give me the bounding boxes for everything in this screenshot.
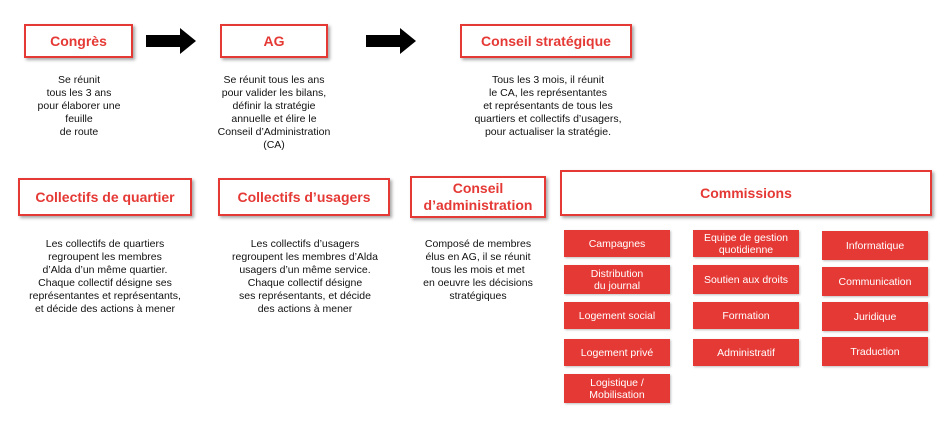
conseil-administration-box: Conseil d’administration [410,176,546,218]
conseil-administration-description: Composé de membres élus en AG, il se réu… [423,238,533,302]
commission-chip: Distribution du journal [564,265,670,294]
congres-description: Se réunit tous les 3 ans pour élaborer u… [37,74,121,138]
conseil-strategique-box: Conseil stratégique [460,24,632,58]
commissions-box: Commissions [560,170,932,216]
arrow-right-icon [366,28,416,54]
conseil-strategique-description: Tous les 3 mois, il réunit le CA, les re… [474,74,622,138]
commission-chip: Juridique [822,302,928,331]
ag-title: AG [263,32,285,49]
commission-chip: Traduction [822,337,928,366]
commission-chip: Logement social [564,302,670,329]
ag-description: Se réunit tous les ans pour valider les … [217,74,331,151]
ag-box: AG [220,24,328,58]
congres-box: Congrès [24,24,133,58]
commission-chip: Logement privé [564,339,670,366]
commission-chip: Informatique [822,231,928,260]
conseil-strategique-title: Conseil stratégique [481,32,611,49]
collectifs-quartier-box: Collectifs de quartier [18,178,192,216]
conseil-administration-title: Conseil d’administration [423,180,533,213]
arrow-right-icon [146,28,196,54]
collectifs-quartier-title: Collectifs de quartier [35,188,175,205]
commission-chip: Logistique / Mobilisation [564,374,670,403]
commission-chip: Communication [822,267,928,296]
collectifs-usagers-box: Collectifs d’usagers [218,178,390,216]
collectifs-usagers-description: Les collectifs d’usagers regroupent les … [232,238,378,315]
commission-chip: Campagnes [564,230,670,257]
commission-chip: Formation [693,302,799,329]
commission-chip: Administratif [693,339,799,366]
commission-chip: Equipe de gestion quotidienne [693,230,799,257]
collectifs-quartier-description: Les collectifs de quartiers regroupent l… [29,238,181,315]
commission-chip: Soutien aux droits [693,265,799,294]
congres-title: Congrès [50,32,107,49]
commissions-title: Commissions [700,184,792,201]
collectifs-usagers-title: Collectifs d’usagers [237,188,371,205]
